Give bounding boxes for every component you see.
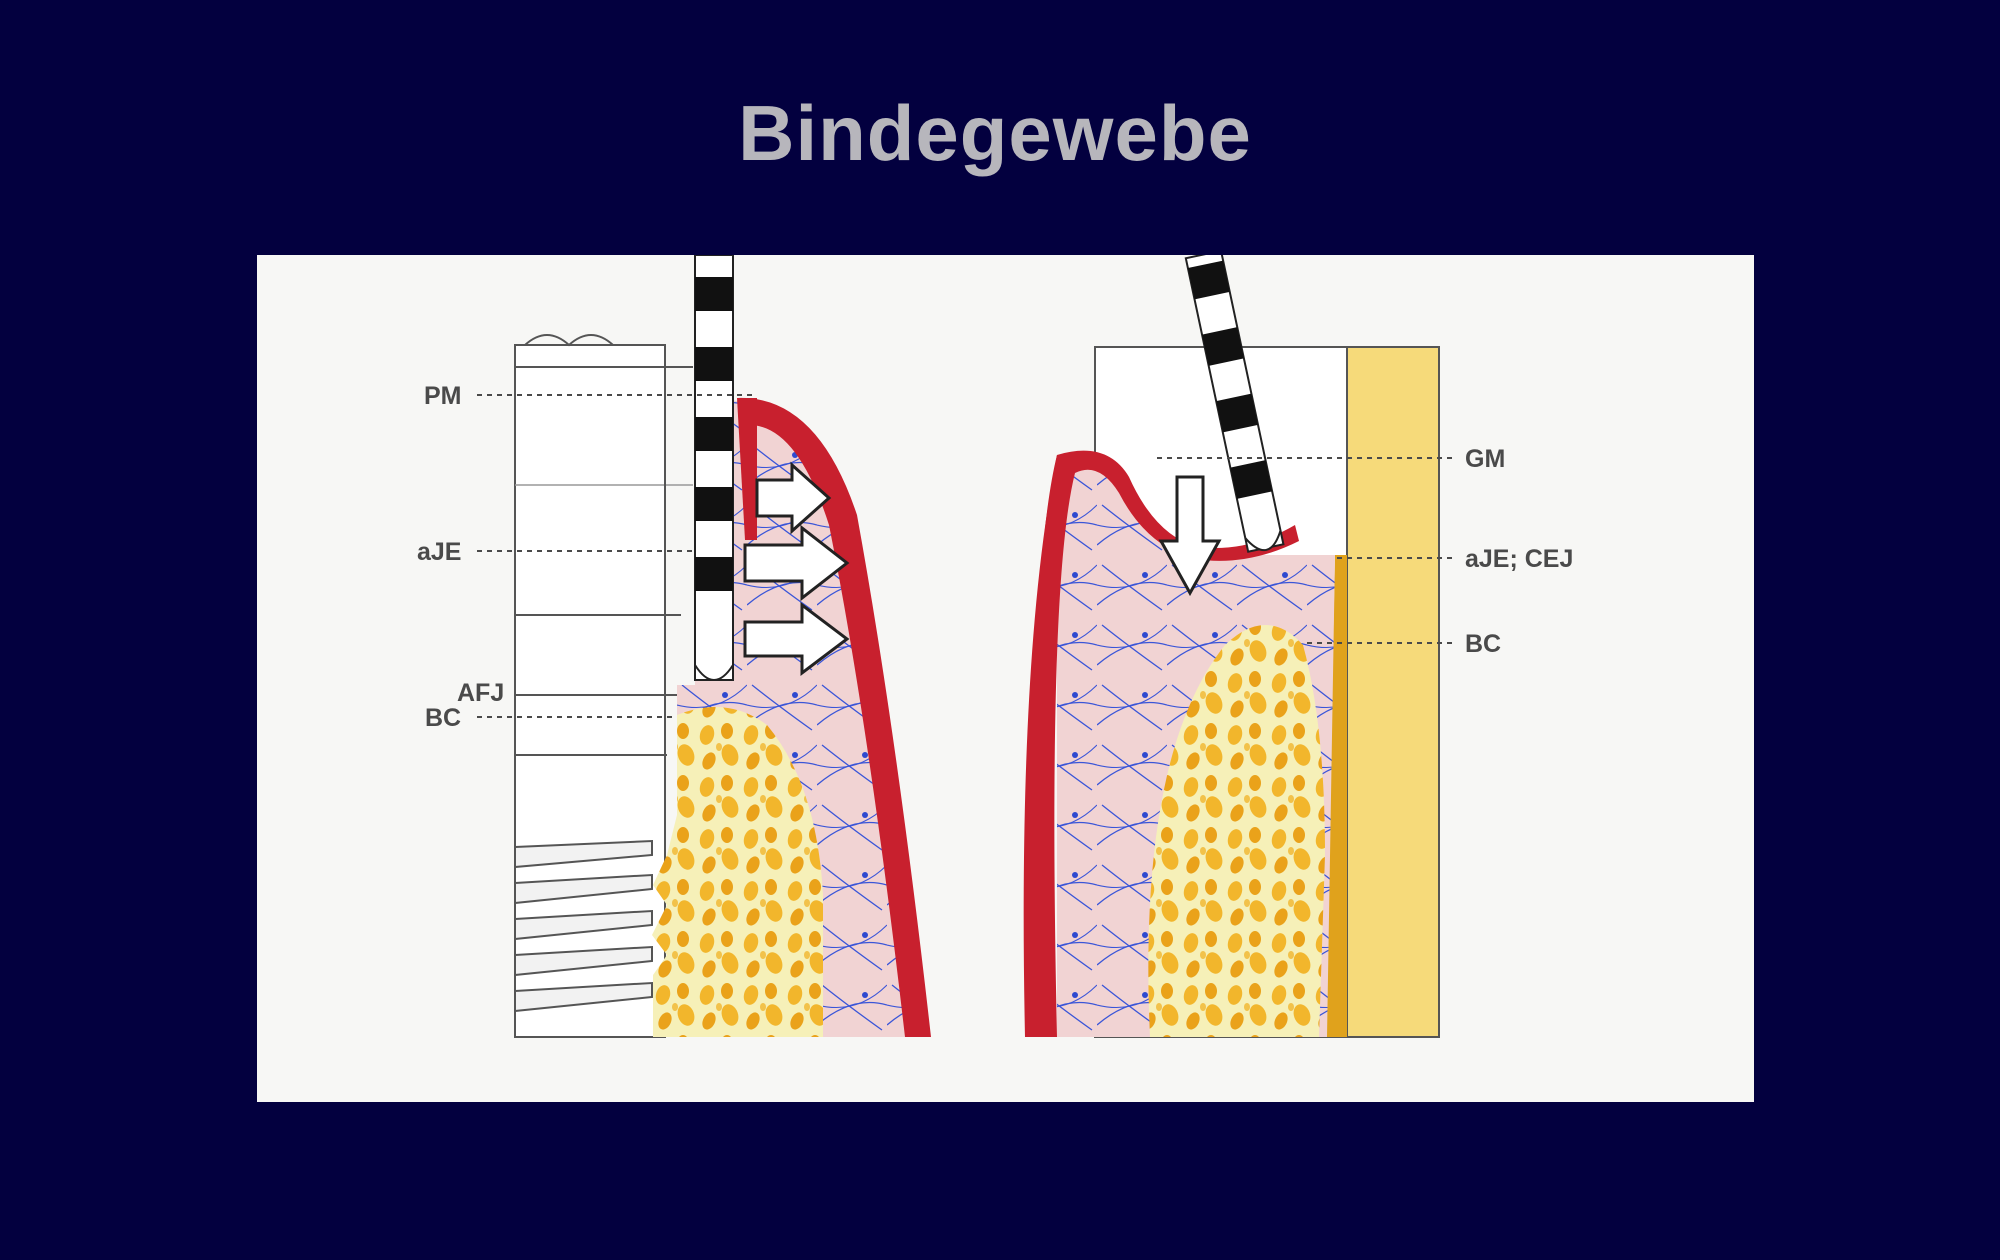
- label-bc-right: BC: [1465, 630, 1501, 658]
- sulcular-epithelium-left: [737, 398, 757, 540]
- figure-svg: PM aJE AFJ BC GM aJE;: [417, 255, 1573, 1038]
- right-tooth-diagram: GM aJE; CEJ BC: [1023, 255, 1573, 1038]
- alveolar-bone-right: [1148, 625, 1325, 1037]
- arrow-right-icon: [755, 461, 832, 535]
- figure-panel: PM aJE AFJ BC GM aJE;: [257, 255, 1754, 1102]
- label-afj: AFJ: [457, 679, 504, 707]
- alveolar-bone-left: [652, 707, 823, 1037]
- arrow-right-icon: [743, 524, 850, 602]
- label-aje-left: aJE: [417, 538, 461, 566]
- cementum: [1325, 555, 1347, 1037]
- label-bc-left: BC: [425, 704, 461, 732]
- label-pm: PM: [424, 382, 462, 410]
- left-implant-diagram: PM aJE AFJ BC: [417, 255, 931, 1038]
- probe-right: [1184, 255, 1285, 553]
- tissue-displacement-arrows: [743, 461, 850, 677]
- arrow-right-icon: [743, 601, 850, 677]
- peri-implant-epithelium: [737, 397, 931, 1037]
- tooth-root: [1346, 346, 1440, 1038]
- slide-title: Bindegewebe: [738, 89, 1252, 177]
- implant-threads: [514, 839, 653, 1013]
- label-gm: GM: [1465, 445, 1505, 473]
- arrow-down-icon: [1158, 475, 1222, 597]
- implant-abutment-screw-head: [524, 334, 614, 347]
- probe-left: [694, 255, 734, 681]
- label-aje-cej: aJE; CEJ: [1465, 545, 1573, 573]
